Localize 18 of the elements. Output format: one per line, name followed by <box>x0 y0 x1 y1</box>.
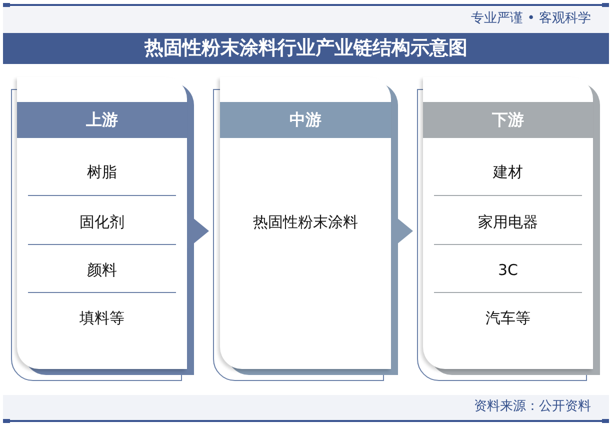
list-item: 汽车等 <box>486 308 530 328</box>
title: 热固性粉末涂料行业产业链结构示意图 <box>144 36 468 61</box>
column-card <box>17 77 187 369</box>
column-card <box>220 77 391 369</box>
header-band: 下游 <box>423 102 593 138</box>
list-item: 家用电器 <box>478 212 538 232</box>
header-band: 上游 <box>17 102 187 138</box>
list-item: 颜料 <box>87 260 117 280</box>
tagline: 专业严谨 • 客观科学 <box>471 10 591 28</box>
source-note: 资料来源：公开资料 <box>474 398 591 416</box>
list-item: 填料等 <box>80 308 124 328</box>
list-item: 建材 <box>493 162 523 182</box>
header-band: 中游 <box>220 102 391 138</box>
list-item: 固化剂 <box>80 212 124 232</box>
list-item: 3C <box>498 260 518 280</box>
list-item: 树脂 <box>87 162 117 182</box>
list-item: 热固性粉末涂料 <box>253 212 358 232</box>
column-card <box>423 77 593 369</box>
